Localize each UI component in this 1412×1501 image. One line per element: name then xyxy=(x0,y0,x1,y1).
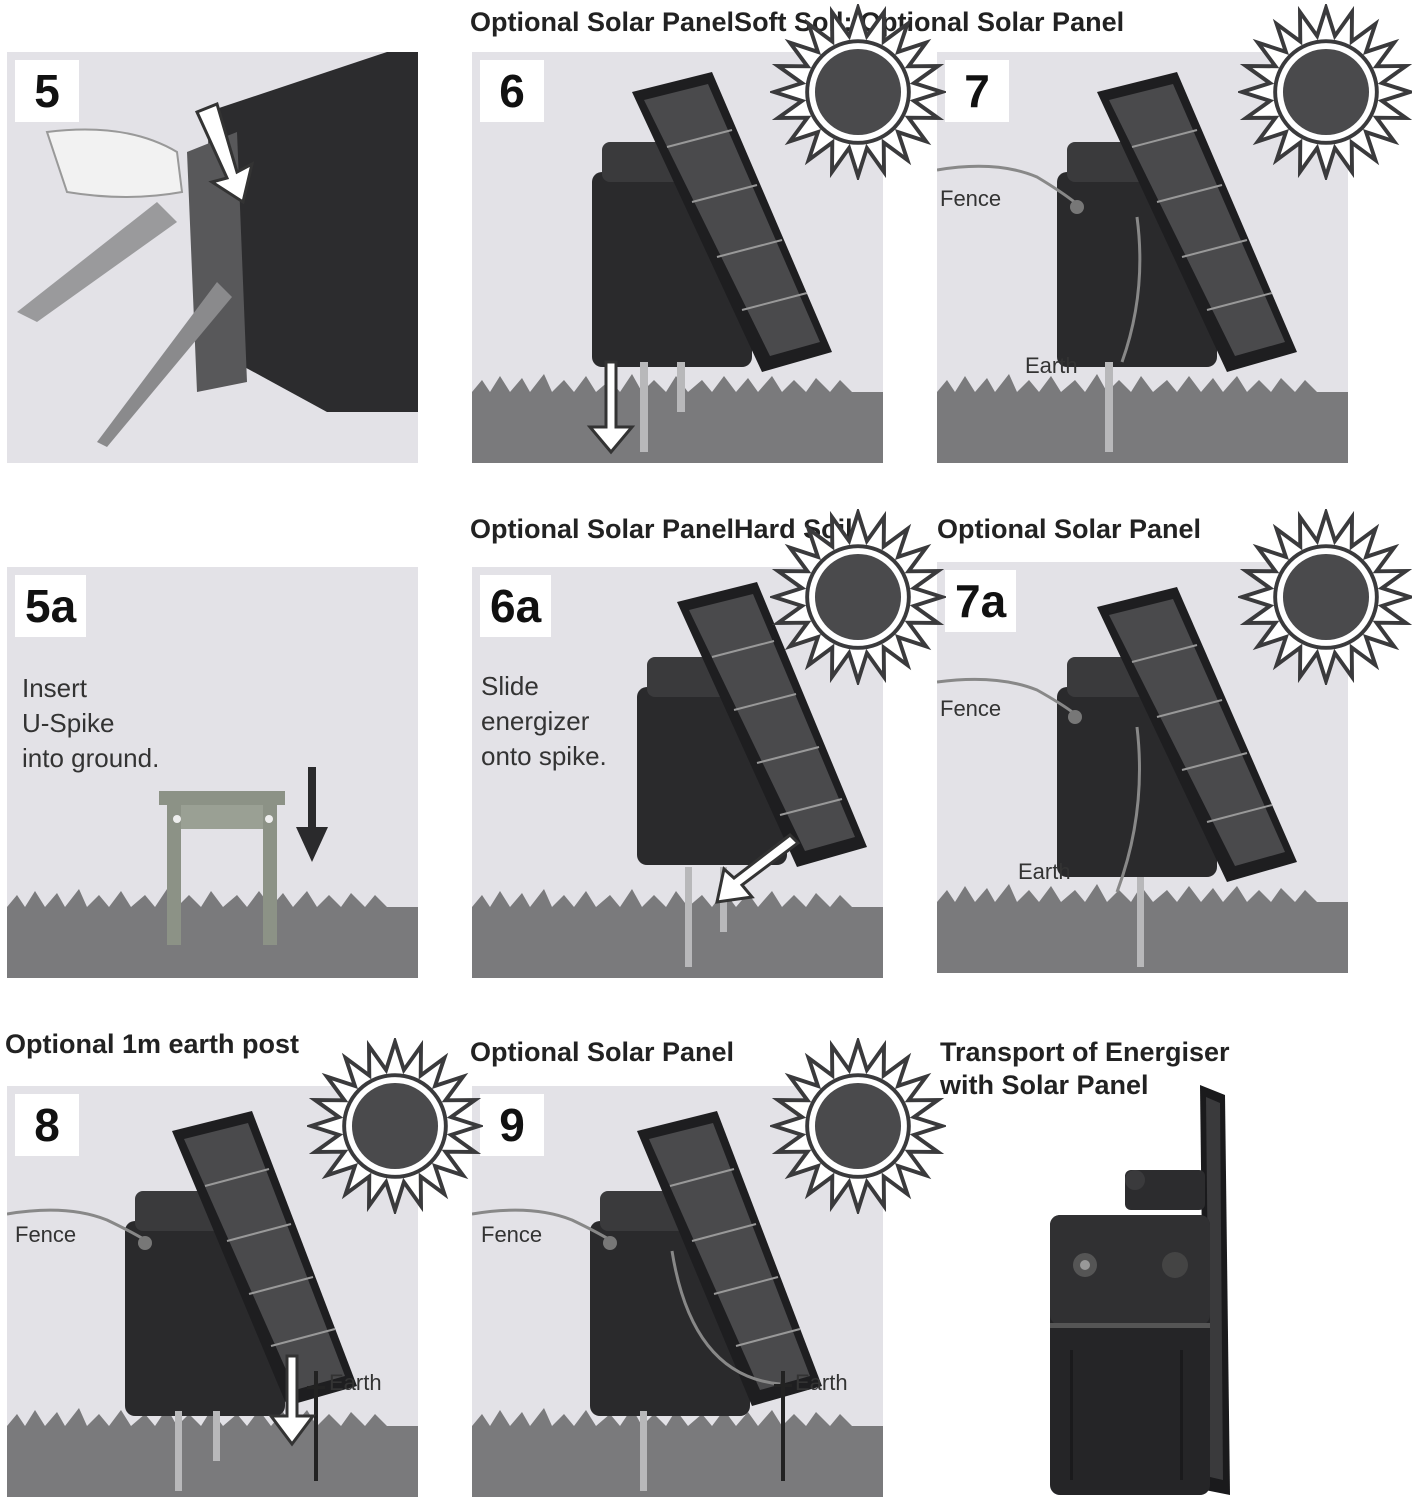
heading-soft-soil: Optional Solar PanelSoft Soil: Optional … xyxy=(470,7,1125,37)
step-number-7: 7 xyxy=(945,60,1009,122)
step-number-8: 8 xyxy=(15,1094,79,1156)
heading-optional-solar-7a: Optional Solar Panel xyxy=(937,514,1202,544)
label-earth: Earth xyxy=(1025,353,1078,378)
panel-step-6: 6 xyxy=(472,52,883,463)
illustration-slide-energizer xyxy=(472,582,883,978)
instruction-slide-energizer: Slide energizer onto spike. xyxy=(481,671,607,771)
label-earth: Earth xyxy=(1018,859,1071,884)
heading-optional-solar-9: Optional Solar Panel xyxy=(470,1037,735,1067)
sun-icon xyxy=(1238,509,1412,685)
panel-step-5a: 5a Insert U-Spike into ground. xyxy=(7,567,418,978)
illustration-earth-post xyxy=(7,1111,418,1497)
illustration-insert-u-spike xyxy=(7,767,418,978)
panel-step-6a: 6a Slide energizer onto spike. xyxy=(472,567,883,978)
energiser-with-folded-panel xyxy=(1050,1085,1230,1495)
step-number-6: 6 xyxy=(480,60,544,122)
label-fence: Fence xyxy=(15,1222,77,1247)
label-fence: Fence xyxy=(940,186,1002,211)
sun-icon xyxy=(1238,4,1412,180)
illustration-earth-connection xyxy=(472,1111,883,1497)
sun-icon xyxy=(770,1038,946,1214)
label-fence: Fence xyxy=(481,1222,543,1247)
panel-step-5: 5 xyxy=(7,52,418,463)
illustration-attach-spike xyxy=(17,52,418,447)
sun-icon xyxy=(770,509,946,685)
sun-icon xyxy=(770,4,946,180)
heading-earth-post: Optional 1m earth post xyxy=(5,1029,300,1059)
step-number-6a: 6a xyxy=(480,575,552,637)
sun-icon xyxy=(307,1038,483,1214)
illustration-solar-connections xyxy=(937,72,1348,463)
step-number-9: 9 xyxy=(480,1094,544,1156)
heading-hard-soil: Optional Solar PanelHard Soil: xyxy=(470,514,862,544)
heading-transport: Transport of Energiser with Solar Panel xyxy=(940,1037,1230,1100)
label-fence: Fence xyxy=(940,696,1002,721)
step-number-5: 5 xyxy=(15,60,79,122)
panel-step-9: 9 Fence Earth xyxy=(472,1086,883,1497)
instruction-insert-spike: Insert U-Spike into ground. xyxy=(22,673,160,773)
label-earth: Earth xyxy=(329,1370,382,1395)
label-earth: Earth xyxy=(795,1370,848,1395)
illustration-solar-soft-soil xyxy=(472,72,883,463)
illustration-transport xyxy=(1030,1085,1270,1495)
illustration-solar-connections-hard xyxy=(937,587,1348,973)
step-number-7a: 7a xyxy=(945,570,1017,632)
step-number-5a: 5a xyxy=(15,575,87,637)
